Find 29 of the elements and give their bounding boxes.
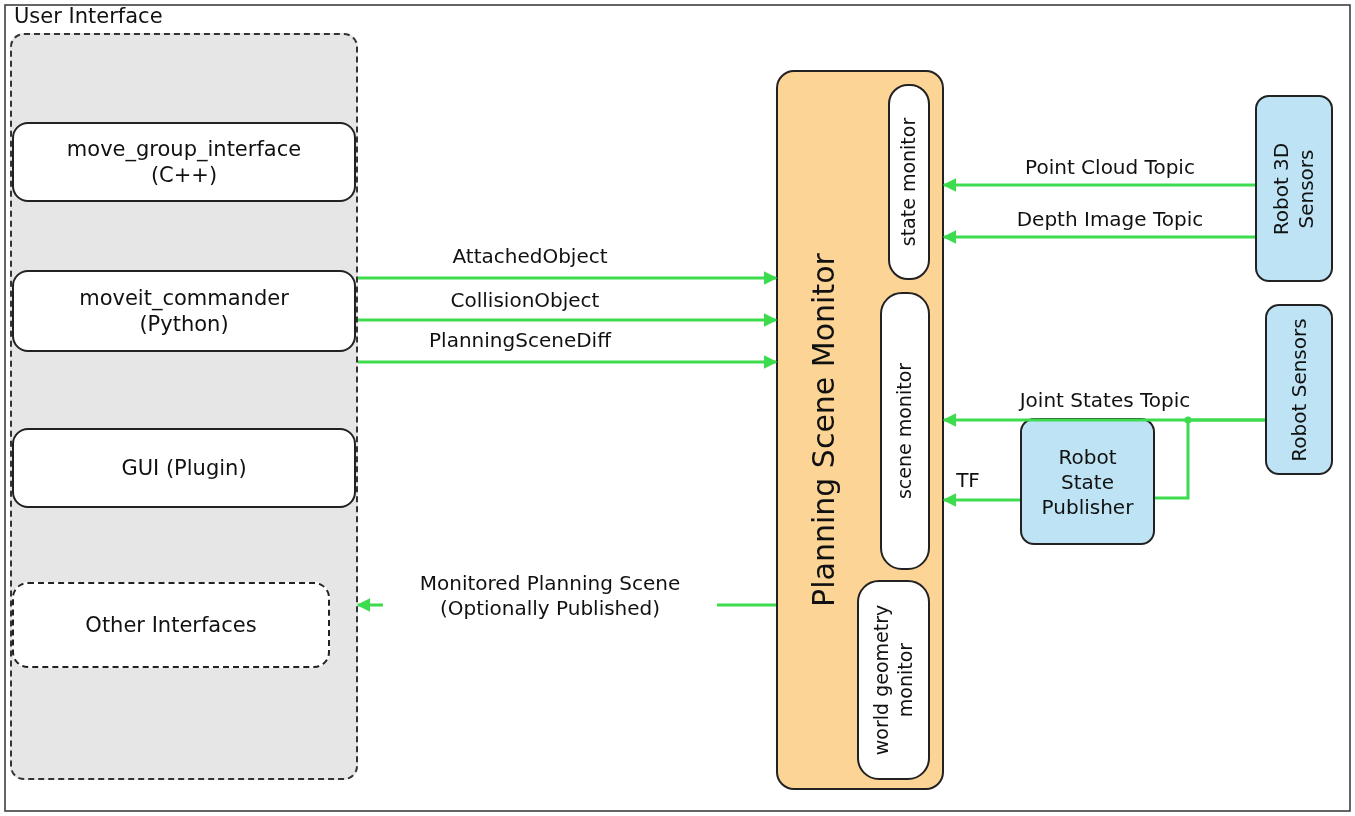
sensor-box — [1255, 95, 1333, 282]
box-label: move_group_interface (C++) — [65, 135, 303, 189]
interface-box — [12, 582, 330, 668]
box-label: GUI (Plugin) — [120, 454, 248, 482]
arrow — [942, 493, 1020, 507]
submodule-box — [880, 292, 930, 570]
box-label: Planning Scene Monitor — [805, 252, 843, 609]
publisher-box — [1020, 418, 1155, 545]
box-label: world geometry monitor — [869, 603, 917, 758]
box-label: moveit_commander (Python) — [78, 284, 290, 338]
arrow — [358, 355, 778, 369]
arrow — [358, 313, 778, 327]
submodule-box — [857, 580, 930, 780]
arrow — [942, 230, 1255, 244]
sensor-box — [1265, 304, 1333, 475]
interface-box — [12, 270, 356, 352]
box-label: state monitor — [897, 116, 921, 249]
box-label: Robot Sensors — [1286, 316, 1312, 464]
arrow — [942, 178, 1255, 192]
box-label: Robot 3D Sensors — [1269, 141, 1319, 237]
box-label: scene monitor — [893, 361, 917, 502]
group-title: User Interface — [14, 3, 163, 30]
interface-box — [12, 428, 356, 508]
submodule-box — [888, 84, 930, 280]
interface-box — [12, 122, 356, 202]
monitor-panel — [776, 70, 944, 790]
arrow — [358, 271, 778, 285]
box-label: Robot State Publisher — [1040, 444, 1135, 519]
box-label: Other Interfaces — [84, 611, 258, 639]
